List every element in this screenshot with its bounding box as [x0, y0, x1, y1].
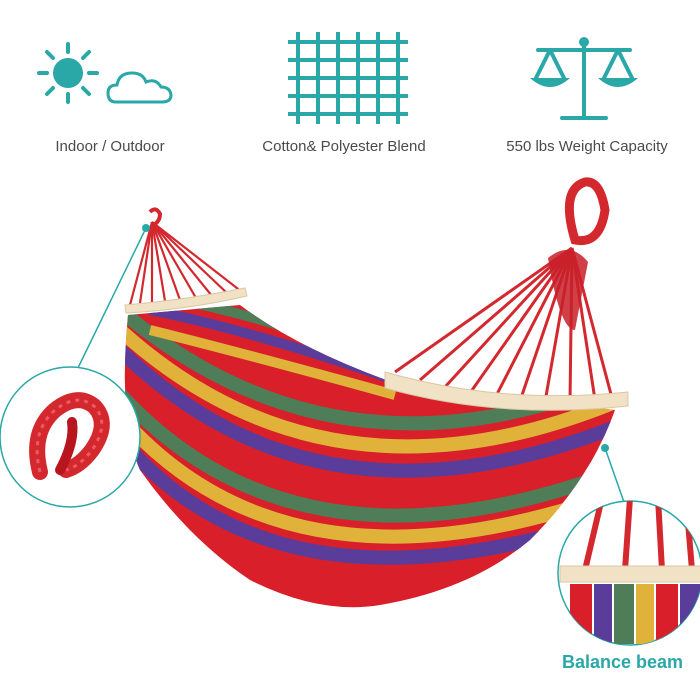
feature-label-material: Cotton& Polyester Blend — [262, 138, 426, 155]
balance-beam-detail — [550, 498, 700, 648]
balance-scale-icon — [528, 34, 640, 126]
sun-cloud-icon — [30, 40, 190, 110]
feature-label-indoor-outdoor: Indoor / Outdoor — [55, 138, 165, 155]
weave-grid-icon — [288, 32, 408, 124]
balance-beam-caption: Balance beam — [562, 652, 684, 672]
rope-loop-detail — [0, 362, 150, 512]
feature-label-weight-capacity: 550 lbs Weight Capacity — [506, 138, 668, 155]
